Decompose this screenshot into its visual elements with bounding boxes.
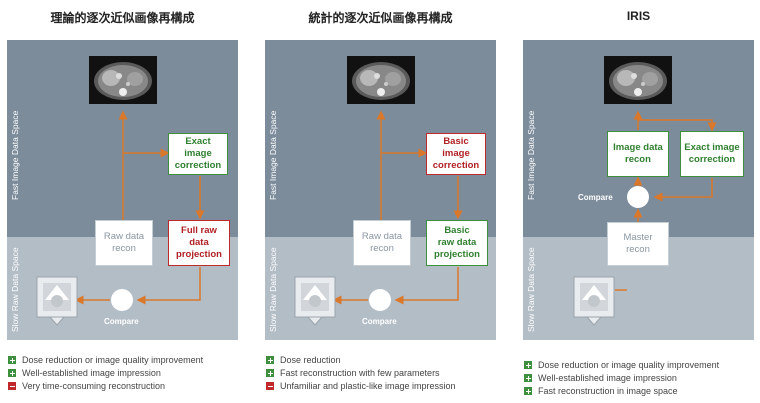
panel3-compare-circle	[627, 186, 649, 208]
plus-icon	[524, 387, 532, 395]
panel2-compare-circle	[369, 289, 391, 311]
panel1-full-raw-projection-box: Full raw data projection	[168, 220, 230, 266]
minus-icon	[8, 382, 16, 390]
panel1-fast-label: Fast Image Data Space	[10, 110, 20, 200]
panel3-bullet-2: Well-established image impression	[524, 373, 677, 383]
panel2-basic-image-correction-box: Basic image correction	[426, 133, 486, 175]
plus-icon	[524, 374, 532, 382]
panel3-image-data-recon-box: Image data recon	[607, 131, 669, 177]
panel2-bullet-1: Dose reduction	[266, 355, 341, 365]
panel2-ct-image	[347, 56, 415, 104]
panel3-ct-image	[604, 56, 672, 104]
panel2-slow-label: Slow Raw Data Space	[268, 247, 278, 332]
panel2-raw-data-icon	[294, 276, 336, 326]
panel3-bullet-3: Fast reconstruction in image space	[524, 386, 678, 396]
panel2-bullet-3: Unfamiliar and plastic-like image impres…	[266, 381, 456, 391]
panel1-ct-image	[89, 56, 157, 104]
plus-icon	[8, 369, 16, 377]
panel3-raw-data-icon	[573, 276, 615, 326]
panel3-master-recon-box: Master recon	[607, 222, 669, 266]
plus-icon	[266, 356, 274, 364]
panel3-bullet-1: Dose reduction or image quality improvem…	[524, 360, 719, 370]
panel3-exact-image-correction-box: Exact image correction	[680, 131, 744, 177]
panel1-slow-label: Slow Raw Data Space	[10, 247, 20, 332]
plus-icon	[8, 356, 16, 364]
panel2-basic-raw-projection-box: Basic raw data projection	[426, 220, 488, 266]
panel1-bullet-3: Very time-consuming reconstruction	[8, 381, 165, 391]
panel2-raw-data-recon-box: Raw data recon	[353, 220, 411, 266]
panel1-compare-circle	[111, 289, 133, 311]
panel1-bullet-1: Dose reduction or image quality improvem…	[8, 355, 203, 365]
panel2-title: 統計的逐次近似画像再構成	[308, 11, 453, 25]
panel3-compare-label: Compare	[578, 193, 613, 202]
panel1-title: 理論的逐次近似画像再構成	[50, 11, 195, 25]
panel1-compare-label: Compare	[104, 317, 139, 326]
panel1-raw-data-icon	[36, 276, 78, 326]
panel2-arrows	[332, 110, 463, 305]
panel2-compare-label: Compare	[362, 317, 397, 326]
panel2-bullet-2: Fast reconstruction with few parameters	[266, 368, 440, 378]
panel1-exact-image-correction-box: Exact image correction	[168, 133, 228, 175]
panel3-arrows	[615, 110, 717, 291]
panel1-bullet-2: Well-established image impression	[8, 368, 161, 378]
panel3-fast-label: Fast Image Data Space	[526, 110, 536, 200]
minus-icon	[266, 382, 274, 390]
panel1-raw-data-recon-box: Raw data recon	[95, 220, 153, 266]
panel2-fast-label: Fast Image Data Space	[268, 110, 278, 200]
plus-icon	[524, 361, 532, 369]
panel3-slow-label: Slow Raw Data Space	[526, 247, 536, 332]
plus-icon	[266, 369, 274, 377]
panel1-arrows	[74, 110, 205, 305]
panel3-title: IRIS	[626, 9, 651, 23]
